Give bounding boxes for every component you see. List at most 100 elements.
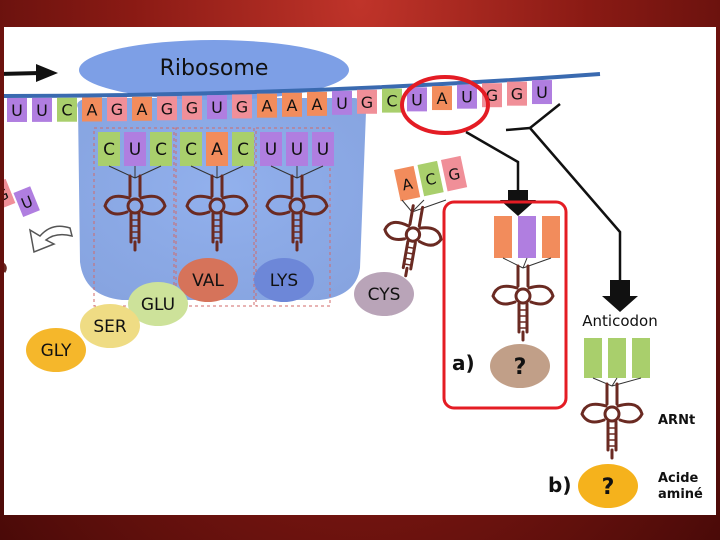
question-b-bubble — [578, 464, 638, 508]
mrna-base: G — [232, 94, 252, 119]
mrna-base-letter: U — [336, 94, 348, 113]
svg-text:C: C — [424, 170, 438, 190]
mrna-base: A — [307, 91, 327, 116]
trna-cloverleaf — [580, 382, 644, 460]
mrna-base-letter: U — [536, 83, 548, 102]
leaving-base-2 — [13, 186, 40, 218]
mrna-base: U — [207, 95, 227, 120]
leaving-trna: G U — [4, 178, 74, 273]
mrna-base-letter: U — [36, 101, 48, 120]
question-a-mark: ? — [514, 355, 527, 380]
lys-bubble — [254, 258, 314, 302]
mrna-base: A — [432, 86, 452, 111]
mrna-base-letter: G — [236, 97, 248, 116]
svg-text:U: U — [265, 140, 277, 160]
lys-label: LYS — [270, 271, 298, 291]
amino-acid-label-line2: aminé — [658, 487, 703, 502]
mrna-base-letter: G — [511, 85, 523, 104]
mrna-base: C — [382, 88, 402, 113]
amino-acid-lys: LYS — [254, 258, 314, 302]
amino-acid-label-line1: Acide — [658, 471, 699, 486]
anticodon-label: Anticodon — [582, 312, 657, 330]
mrna-base-letter: A — [312, 95, 323, 114]
question-b-trna — [580, 377, 644, 460]
mrna-base-letter: U — [411, 90, 423, 109]
cys-label: CYS — [368, 285, 401, 305]
mrna-base-letter: C — [61, 101, 72, 120]
anticodon-triplet — [584, 338, 650, 378]
trna-cloverleaf — [265, 174, 329, 252]
mrna-base: U — [457, 84, 477, 109]
trna-cloverleaf — [383, 204, 443, 278]
exit-arrow — [28, 225, 74, 254]
cys-bubble — [354, 272, 414, 316]
ribosome-small-subunit — [79, 40, 349, 100]
amino-acid-cys: CYS — [354, 272, 414, 316]
mrna-base-letter: A — [287, 96, 298, 115]
mrna-base-letter: G — [361, 93, 373, 112]
svg-text:A: A — [211, 140, 223, 160]
glu-label: GLU — [141, 295, 175, 315]
question-b-mark: ? — [602, 475, 615, 500]
amino-acid-val: VAL — [178, 258, 238, 302]
svg-text:C: C — [155, 140, 167, 160]
arrow-down-b — [602, 280, 638, 312]
mrna-base-letter: U — [11, 101, 23, 120]
mrna-base-letter: U — [211, 98, 223, 117]
svg-text:C: C — [185, 140, 197, 160]
mrna-base: G — [357, 89, 377, 114]
incoming-base — [440, 155, 468, 192]
amino-acid-gly: GLY — [26, 328, 86, 372]
gly-label: GLY — [41, 341, 72, 361]
svg-text:C: C — [237, 140, 249, 160]
svg-text:U: U — [129, 140, 141, 160]
incoming-base — [394, 165, 421, 202]
trna-cloverleaf — [185, 174, 249, 252]
gly-bubble — [26, 328, 86, 372]
mrna-base-letter: A — [262, 97, 273, 116]
trna-cloverleaf — [103, 174, 167, 252]
mrna-base: A — [282, 92, 302, 117]
trna-label: ARNt — [658, 413, 695, 428]
mrna-base-letter: G — [161, 99, 173, 118]
anticodon-connectors — [401, 199, 447, 213]
mrna-base: G — [182, 95, 202, 120]
mrna-base: U — [407, 87, 427, 112]
val-label: VAL — [192, 271, 224, 291]
codon-highlight — [400, 75, 490, 135]
question-a-label: a) — [452, 351, 475, 375]
question-b-amino-acid: ? — [578, 464, 638, 508]
mrna-base-letter: A — [87, 100, 98, 119]
amino-acid-ser: SER — [80, 304, 140, 348]
direction-arrow — [4, 64, 58, 82]
mrna-base: A — [82, 97, 102, 122]
mrna-strand — [4, 72, 601, 98]
ser-bubble — [80, 304, 140, 348]
mrna-base: U — [532, 80, 552, 105]
mrna-base: U — [7, 97, 27, 122]
question-a-bubble — [490, 344, 550, 388]
mrna-base: G — [107, 97, 127, 122]
svg-text:U: U — [291, 140, 303, 160]
mrna-base: G — [507, 81, 527, 106]
mrna-base: C — [57, 97, 77, 122]
trna-cloverleaf — [491, 264, 555, 342]
svg-text:U: U — [317, 140, 329, 160]
svg-text:A: A — [400, 175, 415, 195]
mrna-base-letter: G — [111, 100, 123, 119]
question-b-anticodon — [584, 338, 650, 378]
mrna-base-letter: G — [186, 99, 198, 118]
val-bubble — [178, 258, 238, 302]
question-a-box — [442, 200, 568, 410]
glu-bubble — [128, 282, 188, 326]
ribosome-label: Ribosome — [160, 56, 269, 81]
svg-text:G: G — [447, 165, 462, 185]
mrna-base: U — [32, 97, 52, 122]
anticodon-triplet — [494, 216, 560, 258]
mrna-base-letter: U — [461, 88, 473, 107]
